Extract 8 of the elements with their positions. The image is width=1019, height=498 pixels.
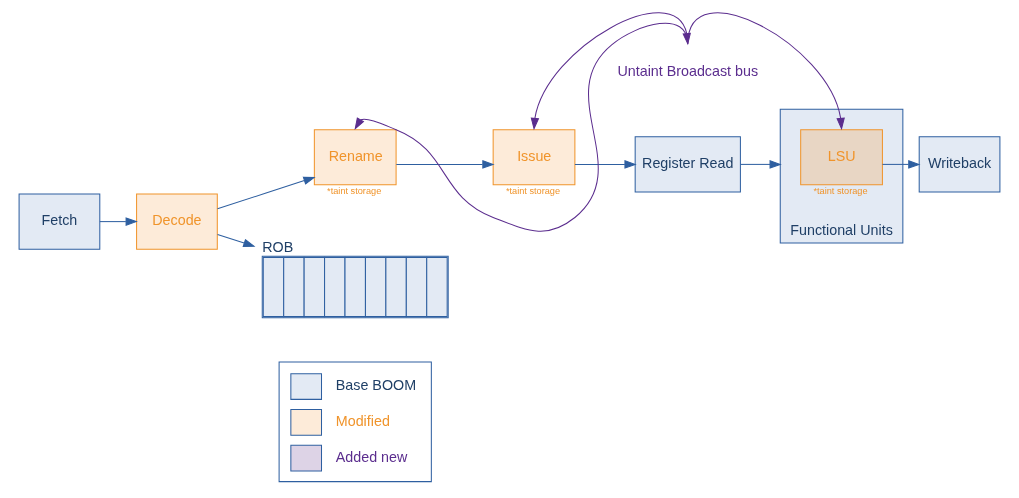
- node-label: ROB: [262, 239, 294, 256]
- node-label: *taint storage: [813, 186, 868, 197]
- legend-label: Modified: [335, 413, 390, 430]
- node-label: *taint storage: [505, 186, 561, 197]
- legend-label: Added new: [335, 448, 408, 465]
- node-label: *taint storage: [327, 186, 382, 197]
- legend-label: Base BOOM: [335, 377, 417, 394]
- node-text: Untaint Broadcast bus: [617, 63, 759, 80]
